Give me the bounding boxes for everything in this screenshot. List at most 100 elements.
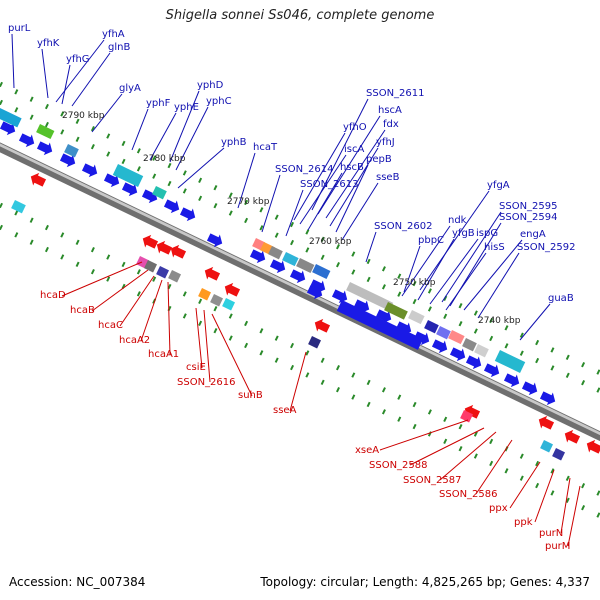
track-dot [228,210,233,216]
forward-callout-line [149,112,177,161]
gene-label[interactable]: SSON_2592 [517,242,576,253]
gene-label[interactable]: ispG [476,228,498,239]
reverse-feature-cell [144,259,158,273]
gene-label[interactable]: ppk [514,517,533,528]
track-dot [274,232,279,238]
gene-label[interactable]: guaB [548,293,574,304]
track-dot [443,295,448,301]
reverse-gene-arrow [314,318,331,333]
gene-label[interactable]: glnB [108,42,130,53]
gene-label[interactable]: sseA [273,405,297,416]
gene-label[interactable]: xseA [355,445,379,456]
gene-label[interactable]: SSON_2602 [374,221,433,232]
gene-label[interactable]: csiE [186,362,206,373]
reverse-gene-arrow [224,282,241,297]
gene-label[interactable]: yphD [197,80,224,91]
track-dot [0,81,3,88]
gene-label[interactable]: hscB [340,162,364,173]
feature-cell [312,264,331,280]
gene-label[interactable]: iscA [344,144,364,155]
track-dot [167,305,172,312]
gene-label[interactable]: ppx [489,503,508,514]
track-dot [381,387,386,393]
gene-label[interactable]: yfhG [66,54,90,65]
gene-label[interactable]: yfhA [102,29,125,40]
gene-label[interactable]: yphF [146,98,171,109]
feature-cell [462,338,477,352]
track-dot [259,328,264,334]
gene-label[interactable]: yfhK [37,38,60,49]
gene-label[interactable]: yphC [206,96,232,107]
gene-label[interactable]: SSON_2595 [499,201,558,212]
reverse-gene-arrow [586,439,600,454]
track-dot [75,118,80,125]
track-dot [213,185,218,191]
track-dot [29,114,34,120]
forward-gene-arrow [249,249,266,264]
feature-cell [268,246,283,260]
track-dot [458,445,463,452]
track-guides [0,81,600,518]
gene-label[interactable]: glyA [119,83,141,94]
gene-label[interactable]: purM [545,541,570,552]
track-dot [60,129,65,135]
reverse-feature-cell [308,336,322,349]
feature-cell [424,320,439,334]
gene-label[interactable]: suhB [238,390,263,401]
tick-label: 2770 kbp [227,197,270,207]
gene-label[interactable]: engA [520,229,546,240]
gene-label[interactable]: hisS [484,242,505,253]
gene-label[interactable]: hcaA1 [148,349,179,360]
gene-label[interactable]: SSON_2616 [177,377,236,388]
reverse-callout-line [211,313,253,397]
gene-label[interactable]: SSON_2594 [499,212,558,223]
reverse-callout-line [567,485,581,547]
track-dot [44,121,49,128]
gene-label[interactable]: sseB [376,172,400,183]
gene-label[interactable]: pbpC [418,235,444,246]
gene-label[interactable]: hcaB [70,305,95,316]
gene-label[interactable]: SSON_2614 [275,164,334,175]
forward-gene-arrow [103,173,120,188]
gene-label[interactable]: yphB [221,137,247,148]
gene-label[interactable]: hcaD [40,290,66,301]
gene-label[interactable]: SSON_2586 [439,489,498,500]
gene-label[interactable]: hscA [378,105,402,116]
gene-label[interactable]: purN [539,528,563,539]
gene-label[interactable]: SSON_2587 [403,475,462,486]
gene-label[interactable]: yphE [174,102,199,113]
track-dot [305,247,310,253]
gene-label[interactable]: fdx [383,119,399,130]
gene-label[interactable]: yfhO [343,122,367,133]
gene-label[interactable]: hcaT [253,142,278,153]
gene-label[interactable]: pepB [366,154,392,165]
gene-label[interactable]: hcaC [98,320,123,331]
gene-label[interactable]: yfgA [487,180,510,191]
forward-callout-line [403,245,421,293]
gene-label[interactable]: SSON_2611 [366,88,425,99]
reverse-feature-cell [540,440,554,453]
tick-label: 2780 kbp [143,154,186,164]
gene-label[interactable]: SSON_2613 [300,179,359,190]
track-dot [504,343,509,349]
track-dot [274,335,279,341]
feature-cell [346,282,394,311]
forward-callout-line [519,303,551,341]
reverse-feature-cell [552,447,566,461]
gene-label[interactable]: hcaA2 [119,335,150,346]
track-dot [167,180,172,187]
gene-label[interactable]: purL [8,23,31,34]
track-dot [198,177,203,184]
track-dot [412,401,417,408]
track-dot [397,273,402,279]
track-dot [44,246,49,253]
track-dot [121,261,126,268]
track-dot [274,214,279,220]
gene-label[interactable]: yfgB [452,228,475,239]
reverse-feature-cell [168,270,182,283]
gene-label[interactable]: ndk [448,215,467,226]
track-dot [121,158,126,165]
gene-label[interactable]: yfhJ [376,137,395,148]
gene-label[interactable]: SSON_2588 [369,460,428,471]
track-dot [550,365,555,371]
